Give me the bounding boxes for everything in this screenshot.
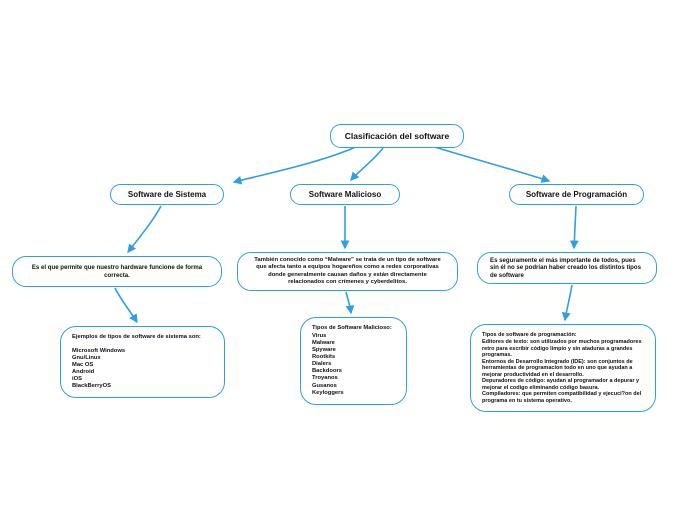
branch-node-software-de-programacion: Software de Programación [509, 184, 644, 205]
connector-desc-to-tipos-programacion [561, 284, 573, 322]
list-item: iOS [72, 376, 82, 383]
list-item: Dialers [312, 361, 332, 368]
root-node: Clasificación del software [330, 124, 464, 148]
list-item: Editores de texto: son utilizados por mu… [482, 339, 642, 359]
list-item: Keyloggers [312, 389, 344, 396]
branch-title: Software Malicioso [308, 190, 382, 199]
root-label: Clasificación del software [344, 131, 450, 141]
description-node-sistema: Es el que permite que nuestro hardware f… [12, 256, 222, 287]
list-item: Mac OS [72, 362, 94, 369]
connector-desc-to-tipos-malicioso [345, 291, 355, 315]
list-item: Gnu/Linux [72, 355, 101, 362]
branch-title: Software de Programación [525, 190, 628, 199]
list-item: Troyanos [312, 375, 338, 382]
list-item: Depuradores de código: ayudan al program… [482, 378, 640, 391]
branch-node-software-de-sistema: Software de Sistema [110, 184, 224, 205]
list-item: Backdoors [312, 368, 342, 375]
description-node-programacion: Es seguramente el más importante de todo… [477, 252, 657, 284]
connector-root-to-programacion [427, 144, 551, 183]
detail-title: Tipos de software de programación: [482, 332, 577, 338]
branch-node-software-malicioso: Software Malicioso [290, 184, 400, 205]
list-item: Android [72, 369, 95, 376]
list-item: Rootkits [312, 354, 336, 361]
description-text: Es el que permite que nuestro hardware f… [31, 263, 203, 279]
detail-node-tipos-programacion: Tipos de software de programación: Edito… [470, 324, 656, 413]
list-item: Microsoft Windows [72, 348, 126, 355]
list-item: Malware [312, 340, 335, 347]
connector-programacion-to-desc [569, 205, 579, 250]
description-node-malicioso: También conocido como “Malware” se trata… [237, 252, 458, 291]
description-text: Es seguramente el más importante de todo… [490, 256, 642, 279]
list-item: BlackBerryOS [72, 383, 111, 390]
detail-list: Editores de texto: son utilizados por mu… [482, 339, 644, 404]
list-item: Compiladores: que permiten compatibilida… [482, 391, 642, 404]
connector-sistema-to-desc [127, 205, 162, 254]
connector-desc-to-ejemplos [114, 287, 138, 324]
list-item: Gusanos [312, 382, 337, 389]
list-item: Virus [312, 333, 327, 340]
detail-title: Ejemplos de tipos de software de sistema… [72, 334, 201, 340]
connector-root-to-malicioso [350, 147, 384, 181]
description-text: También conocido como “Malware” se trata… [254, 256, 441, 285]
detail-node-ejemplos-sistema: Ejemplos de tipos de software de sistema… [60, 326, 225, 399]
list-item: Entornos de Desarrollo Integrado (IDE): … [482, 358, 633, 378]
list-item: Spyware [312, 347, 336, 354]
connector-root-to-sistema [232, 145, 359, 185]
branch-title: Software de Sistema [127, 190, 207, 199]
detail-title: Tipos de Software Malicioso: [312, 325, 392, 331]
